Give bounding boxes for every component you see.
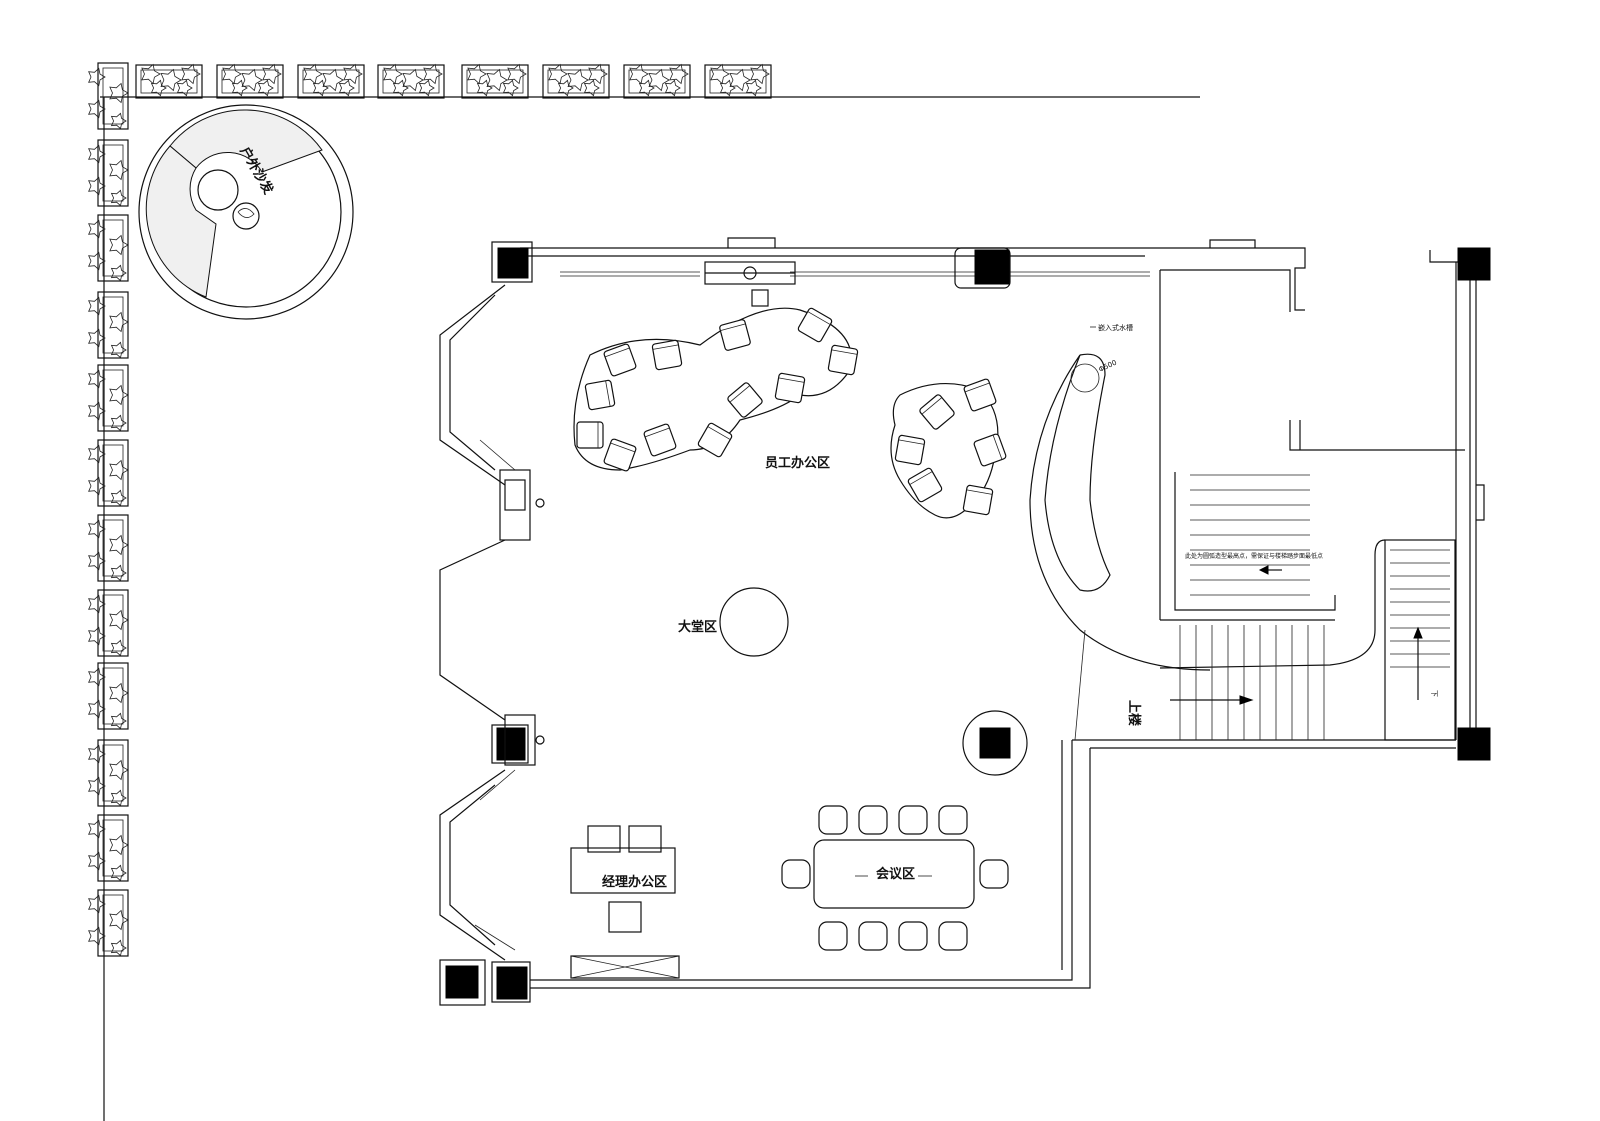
outdoor-circular-deck bbox=[138, 104, 354, 320]
office-chair bbox=[797, 307, 833, 343]
curved-feature-wall bbox=[1029, 353, 1211, 741]
planter bbox=[88, 364, 129, 432]
cabinet bbox=[570, 955, 680, 979]
meeting-chair bbox=[858, 805, 888, 835]
planter bbox=[297, 63, 365, 99]
office-chair bbox=[651, 339, 683, 371]
office-chair bbox=[584, 379, 616, 411]
office-chair bbox=[973, 433, 1007, 467]
workstation-chairs bbox=[576, 307, 859, 472]
meeting-chair bbox=[818, 921, 848, 951]
structural-columns bbox=[439, 241, 1491, 1006]
planter bbox=[542, 63, 610, 99]
meeting-chair bbox=[938, 921, 968, 951]
office-chair bbox=[643, 423, 677, 457]
water-feature-label: 嵌入式水槽 bbox=[1098, 323, 1133, 332]
meeting-chair bbox=[898, 805, 928, 835]
planter bbox=[88, 889, 129, 957]
meeting-chair bbox=[818, 805, 848, 835]
office-chair bbox=[576, 421, 604, 449]
planter bbox=[88, 514, 129, 582]
diameter-label: Φ500 bbox=[1097, 359, 1117, 374]
stair-up-label: 上楼 bbox=[1126, 700, 1142, 726]
staircase bbox=[1159, 472, 1456, 741]
meeting-chair bbox=[938, 805, 968, 835]
planter bbox=[88, 662, 129, 730]
lobby-label: 大堂区 bbox=[678, 619, 717, 635]
office-chair bbox=[697, 422, 733, 458]
left-planter-column bbox=[88, 62, 129, 957]
stair-down-label: 下 bbox=[1430, 690, 1438, 697]
lobby-round-table bbox=[719, 587, 789, 657]
meeting-chair bbox=[781, 859, 811, 889]
planter bbox=[88, 814, 129, 882]
planter bbox=[623, 63, 691, 99]
planter bbox=[88, 439, 129, 507]
top-planter-row bbox=[135, 63, 772, 99]
office-chair bbox=[963, 378, 997, 412]
meeting-label: 会议区 bbox=[876, 866, 915, 882]
planter bbox=[88, 291, 129, 359]
planter bbox=[135, 63, 203, 99]
office-chair bbox=[774, 372, 806, 404]
workstation-chairs-right bbox=[894, 378, 1007, 516]
manager-desk bbox=[570, 825, 676, 933]
meeting-chairs bbox=[781, 805, 1009, 951]
planter bbox=[461, 63, 529, 99]
planter bbox=[88, 739, 129, 807]
office-chair bbox=[907, 467, 943, 503]
meeting-chair bbox=[979, 859, 1009, 889]
office-chair bbox=[603, 343, 637, 377]
meeting-table bbox=[813, 839, 975, 909]
meeting-chair bbox=[858, 921, 888, 951]
planter bbox=[88, 214, 129, 282]
office-chair bbox=[894, 434, 926, 466]
office-chair bbox=[719, 319, 751, 351]
manager-office-label: 经理办公区 bbox=[602, 874, 667, 890]
stair-note-label: 此处为圆弧造型最高点，需保证与楼梯踏步面最低点 bbox=[1185, 552, 1323, 560]
staff-office-label: 员工办公区 bbox=[765, 455, 830, 471]
office-chair bbox=[827, 344, 859, 376]
planter bbox=[377, 63, 445, 99]
office-chair bbox=[962, 484, 994, 516]
meeting-chair bbox=[898, 921, 928, 951]
planter bbox=[216, 63, 284, 99]
office-chair bbox=[727, 382, 763, 418]
stair-arrow-up bbox=[1170, 565, 1423, 705]
office-chair bbox=[603, 438, 637, 472]
office-chair bbox=[919, 394, 955, 430]
planter bbox=[704, 63, 772, 99]
building-walls bbox=[439, 237, 1485, 989]
planter bbox=[88, 589, 129, 657]
planter bbox=[88, 62, 129, 130]
planter bbox=[88, 139, 129, 207]
